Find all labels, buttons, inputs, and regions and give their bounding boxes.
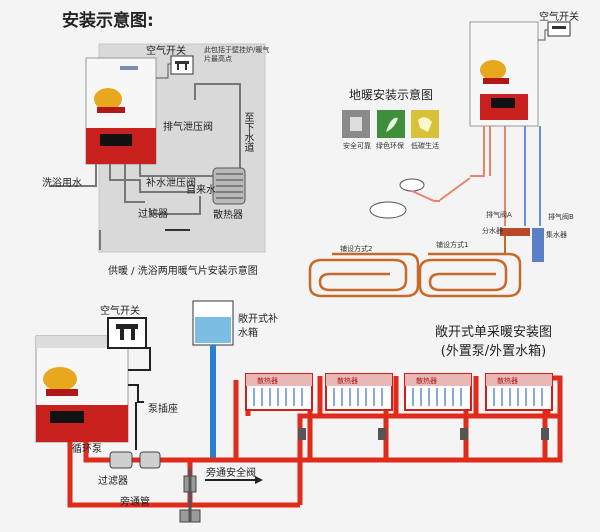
loop1-label: 铺设方式1	[436, 241, 469, 249]
radiator-label: 散热器	[213, 210, 243, 221]
radiator-3-text: 散热器	[416, 377, 437, 385]
bath-water-label: 洗浴用水	[42, 178, 82, 189]
boiler-unit-top-right	[469, 21, 539, 127]
air-switch-label: 空气开关	[146, 46, 186, 57]
refill-valve-label: 补水泄压阀	[146, 178, 196, 189]
floor-heating-loop-2	[308, 252, 420, 298]
badge-eco-icon	[377, 110, 405, 138]
floor-feed-pipes	[470, 126, 541, 226]
air-switch-icon	[170, 55, 194, 75]
radiator-1-text: 散热器	[257, 377, 278, 385]
manifold-out-label: 集水器	[546, 231, 567, 239]
tag-a-label: 排气阀A	[486, 211, 512, 219]
bottom-title: 敞开式单采暖安装图 (外置泵/外置水箱)	[435, 323, 552, 361]
radiator-3	[404, 373, 472, 411]
page-title: 安装示意图:	[62, 11, 154, 31]
manifold	[500, 228, 544, 262]
bypass-valve-label: 旁通安全阀	[206, 468, 256, 479]
radiator-2	[325, 373, 393, 411]
air-switch-bottom-label: 空气开关	[100, 306, 140, 317]
pump-socket-label: 泵插座	[148, 404, 178, 415]
exhaust-valve-label: 排气泄压阀	[163, 122, 213, 133]
bypass-pipe-label: 旁通管	[120, 497, 150, 508]
return-valves	[298, 428, 549, 440]
expansion-tank-label: 敞开式补水箱	[238, 314, 278, 339]
pipes-top-left	[50, 83, 241, 250]
air-switch-top-right-icon	[547, 21, 571, 37]
filter-label: 过滤器	[138, 209, 168, 220]
top-left-caption: 供暖 / 洗浴两用暖气片安装示意图	[108, 266, 258, 277]
tag-b-label: 排气阀B	[548, 213, 574, 221]
air-switch-tr-label: 空气开关	[539, 12, 579, 23]
boiler-unit-top-left	[85, 57, 157, 165]
floor-heating-loop-1	[418, 252, 522, 298]
floor-heating-title: 地暖安装示意图	[349, 88, 434, 102]
radiator-coil-icon	[212, 167, 246, 205]
radiator-4	[485, 373, 553, 411]
expansion-tank	[192, 300, 234, 346]
circulation-pump-label: 循环泵	[72, 444, 102, 455]
radiator-1	[245, 373, 313, 411]
badge-lowcarbon-icon	[411, 110, 439, 138]
manifold-in-label: 分水器	[482, 227, 503, 235]
badge-safe-icon	[342, 110, 370, 138]
circulation-pump-icon	[109, 451, 133, 469]
filter-bottom-label: 过滤器	[98, 476, 128, 487]
radiator-4-text: 散热器	[497, 377, 518, 385]
badge-safe-label: 安全可靠	[343, 142, 371, 150]
boiler-unit-bottom	[35, 335, 129, 443]
bottom-title-line1: 敞开式单采暖安装图	[435, 325, 553, 340]
drain-label: 至下水道	[242, 112, 253, 152]
bottom-title-line2: (外置泵/外置水箱)	[440, 344, 547, 359]
radiator-2-text: 散热器	[337, 377, 358, 385]
tap-water-label: 自来水	[186, 185, 216, 196]
bathtub-icon	[369, 177, 471, 219]
top-note-label: 此包括于壁挂炉/暖气片最高点	[204, 46, 270, 63]
loop2-label: 铺设方式2	[340, 245, 373, 253]
air-switch-bottom-icon	[107, 317, 147, 349]
badge-lowcarbon-label: 低碳生活	[411, 142, 439, 150]
filter-icon	[139, 451, 161, 469]
badge-eco-label: 绿色环保	[376, 142, 404, 150]
